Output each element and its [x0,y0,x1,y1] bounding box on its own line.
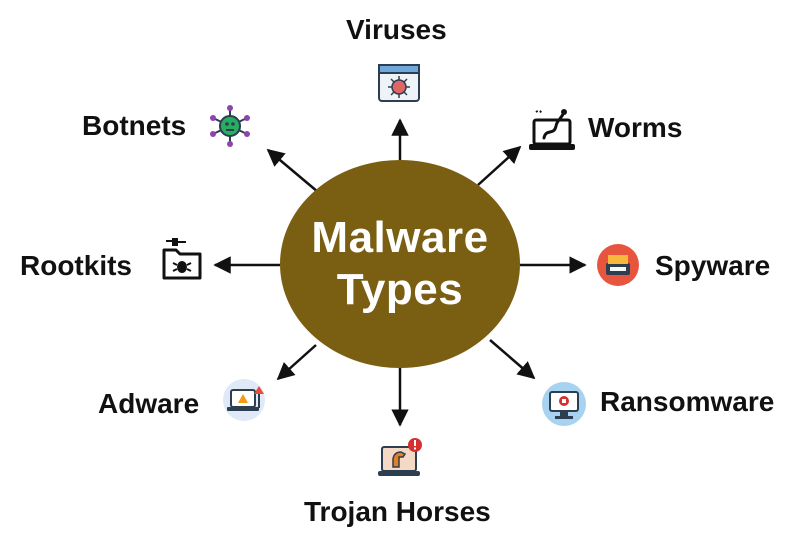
adware-laptop-icon [223,379,265,421]
label-viruses: Viruses [346,14,447,45]
botnet-network-icon [210,105,250,147]
rootkit-folder-icon [162,238,202,280]
label-spyware: Spyware [655,250,771,281]
label-adware: Adware [98,388,200,419]
hub-title-line1: Malware [311,213,489,262]
worm-laptop-icon [529,109,575,150]
arrow-botnets [266,148,319,193]
trojan-horse-laptop-icon [378,438,422,476]
label-rootkits: Rootkits [20,250,132,281]
ransomware-monitor-icon [542,382,586,426]
arrow-adware [276,344,317,381]
hub-title-line2: Types [336,265,464,314]
label-ransomware: Ransomware [600,386,775,417]
label-botnets: Botnets [82,110,187,141]
malware-types-hub: Malware Types [280,160,520,368]
label-worms: Worms [588,112,683,143]
spyware-icon [597,244,639,286]
label-trojan-horses: Trojan Horses [304,496,491,527]
virus-browser-icon [378,64,420,102]
arrow-ransomware [489,339,536,380]
arrow-worms [477,145,522,186]
